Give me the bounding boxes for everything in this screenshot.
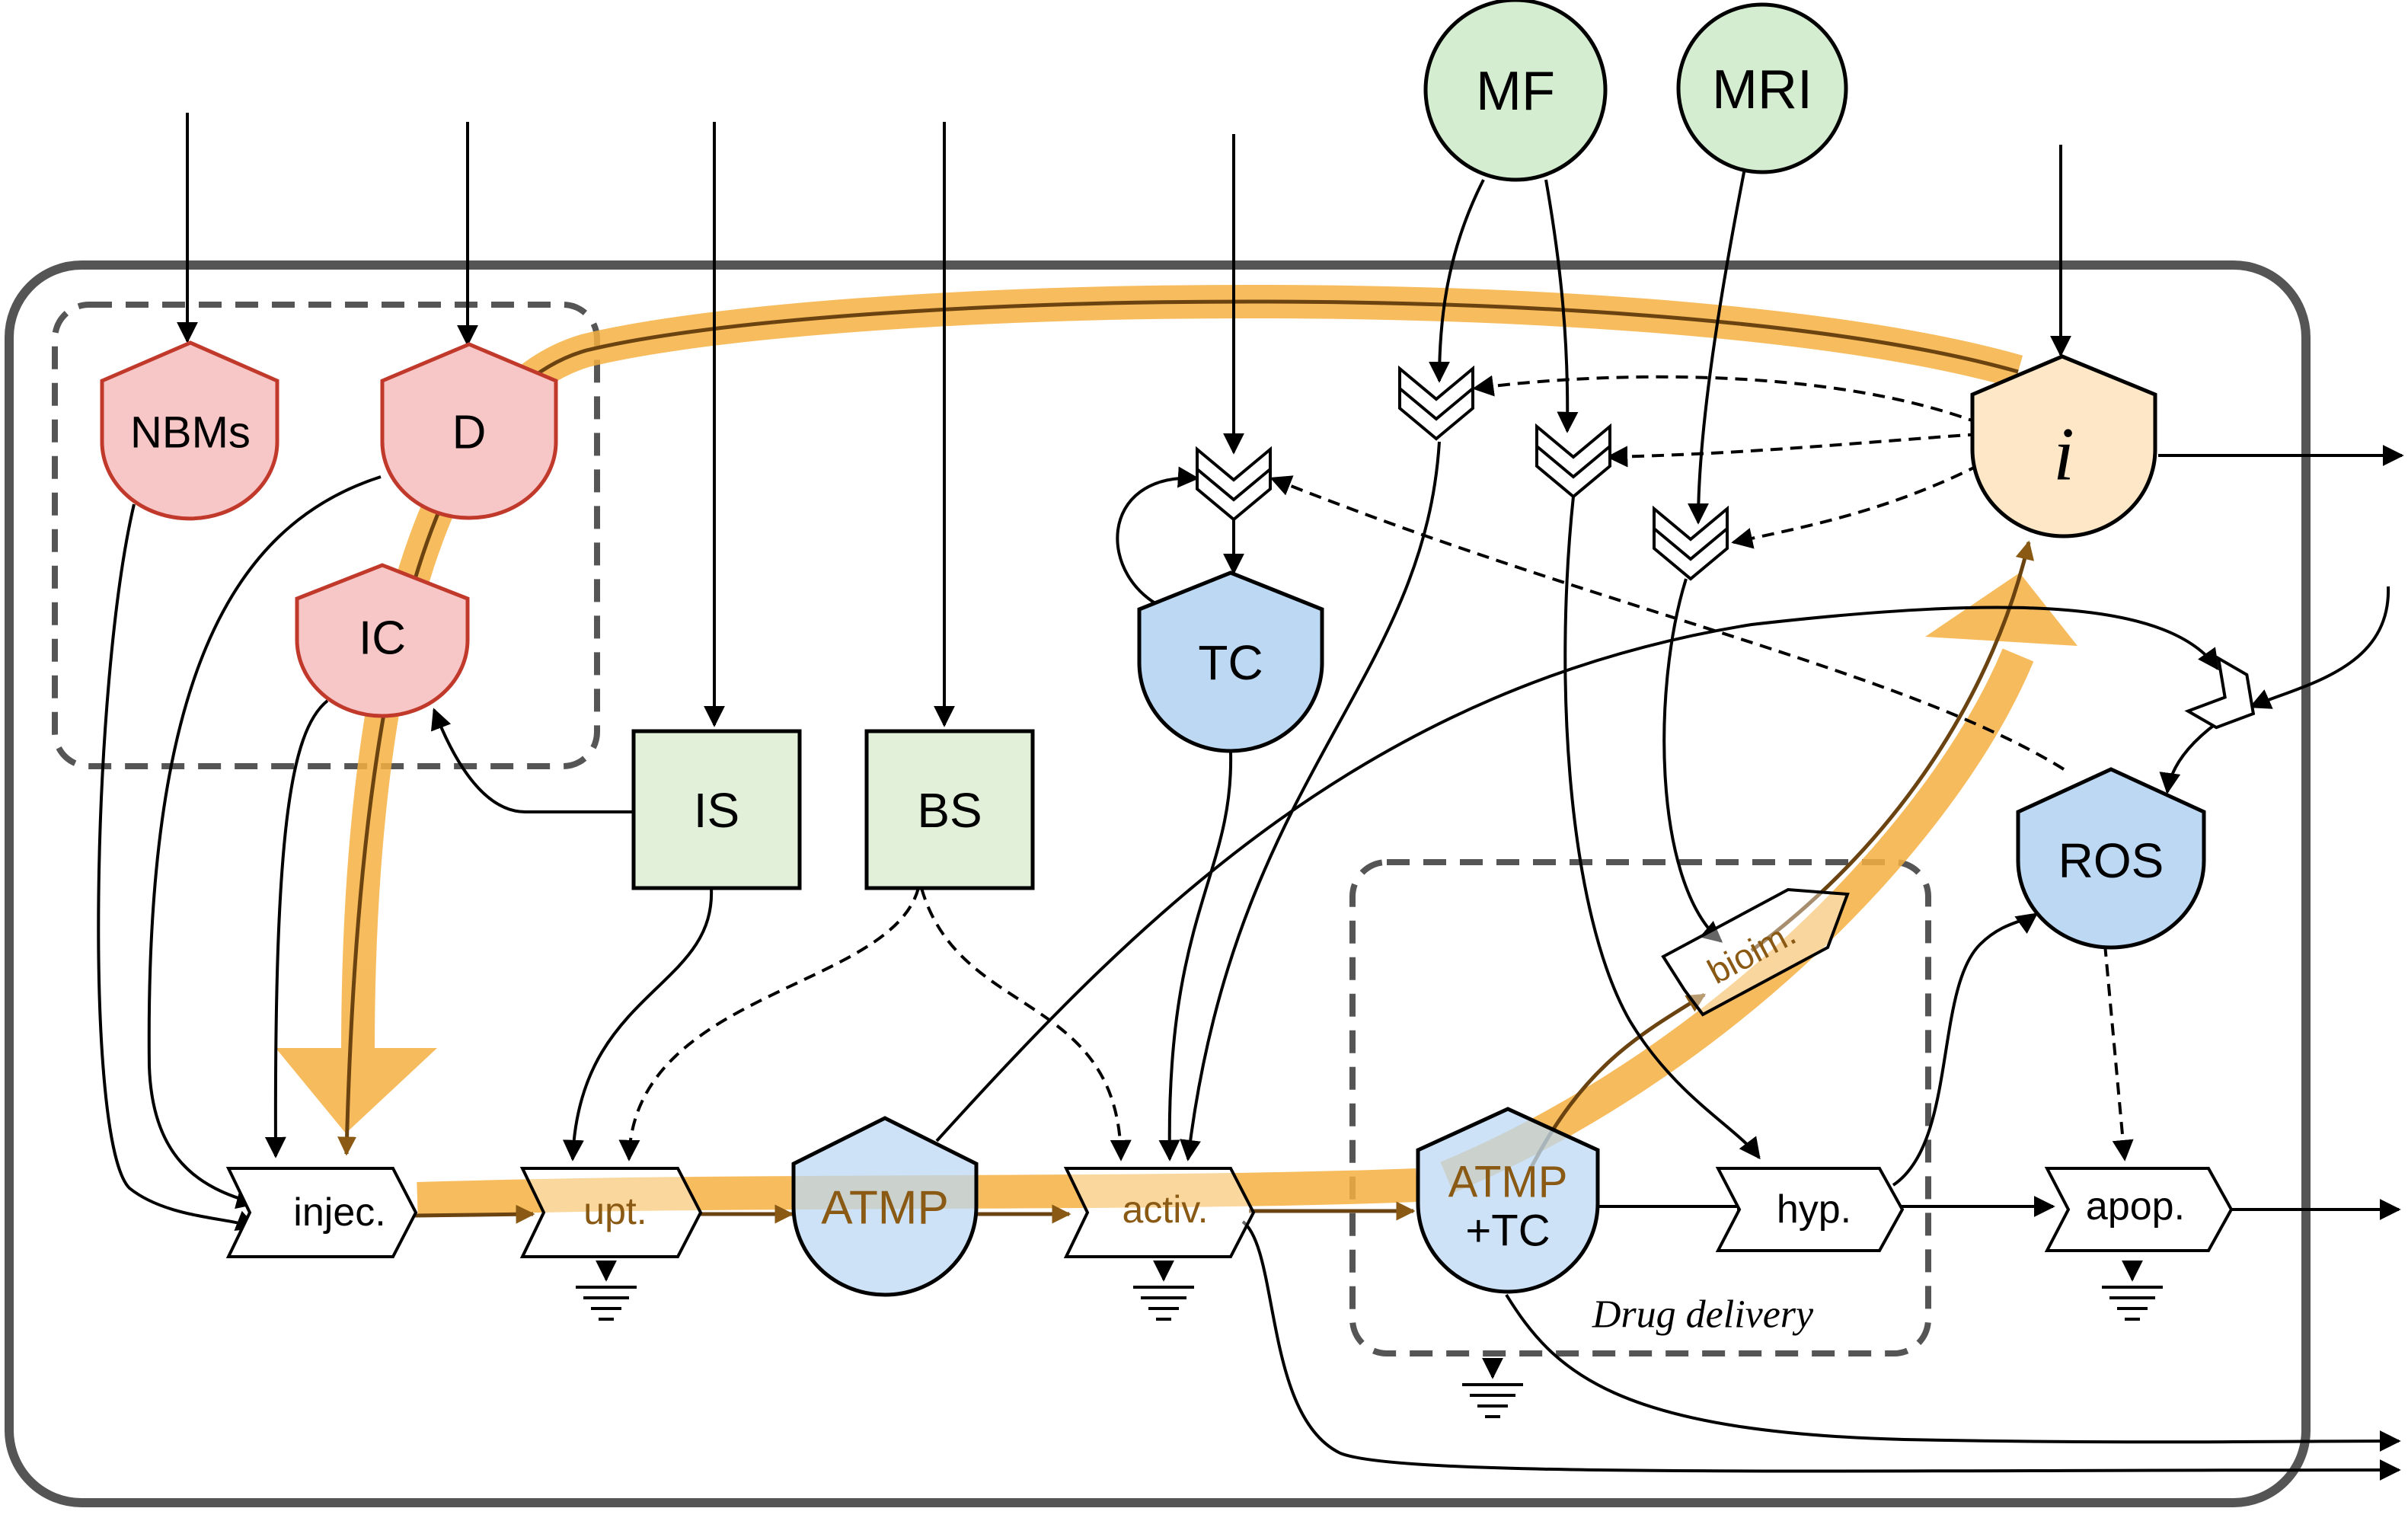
input-group-frame [52, 302, 600, 769]
mri-node [1676, 2, 1848, 174]
ros-label: ROS [2058, 833, 2164, 888]
bs-node [864, 729, 1035, 890]
hyp-label: hyp. [1777, 1187, 1851, 1232]
bs-label: BS [917, 783, 982, 838]
ground-symbols [576, 1260, 2163, 1418]
activ-shape [1063, 1167, 1256, 1258]
ic-node [295, 563, 470, 718]
ros-node [2016, 767, 2206, 950]
valve-icon [1196, 446, 1272, 522]
atmp-tc-node [1416, 1107, 1600, 1294]
valves [1196, 365, 2256, 730]
is-node [631, 729, 802, 890]
drug-delivery-label: Drug delivery [1592, 1293, 1814, 1337]
tc-label: TC [1198, 635, 1263, 690]
i-label: i [2053, 412, 2074, 497]
blue-nodes [791, 570, 2206, 1297]
apop-label: apop. [2086, 1184, 2185, 1229]
mf-label: MF [1476, 61, 1555, 122]
mri-label: MRI [1712, 59, 1812, 120]
flow-loop-arrowhead [276, 1048, 437, 1133]
injec-shape [225, 1167, 418, 1258]
hyp-shape [1715, 1167, 1905, 1252]
valve-icon [1398, 365, 1474, 441]
ic-label: IC [359, 612, 406, 665]
ground-icon [2102, 1260, 2163, 1321]
mf-node [1423, 0, 1608, 182]
system-frame [5, 260, 2311, 1507]
ground-icon [576, 1260, 637, 1321]
upt-shape [519, 1167, 703, 1258]
nbms-label: NBMs [130, 408, 251, 458]
red-nodes [100, 340, 558, 718]
flow-rise-arrowhead [1925, 573, 2077, 646]
valve-icon [2184, 655, 2256, 730]
ground-icon [1133, 1260, 1194, 1321]
is-label: IS [694, 783, 739, 838]
edges [97, 113, 2404, 1481]
nbms-node [100, 340, 279, 521]
d-node [380, 342, 558, 520]
valve-icon [1653, 505, 1729, 581]
drug-delivery-frame [1349, 859, 1931, 1356]
apop-shape [2044, 1167, 2234, 1252]
atmp-tc-label-line2: +TC [1465, 1206, 1550, 1256]
bioim-shape [1661, 887, 1850, 1017]
process-shapes [225, 887, 2234, 1258]
atmp-tc-label-line1: ATMP [1448, 1158, 1568, 1207]
valve-icon [1535, 423, 1611, 499]
flow-rise [1440, 648, 2034, 1193]
d-label: D [452, 407, 487, 459]
activ-label: activ. [1123, 1188, 1209, 1231]
upt-label: upt. [583, 1190, 647, 1232]
atmp-label: ATMP [821, 1182, 949, 1235]
ground-icon [1462, 1357, 1523, 1418]
injec-label: injec. [293, 1190, 385, 1235]
atmp-node [791, 1116, 979, 1297]
i-node [1970, 354, 2157, 538]
tc-node [1137, 570, 1324, 753]
